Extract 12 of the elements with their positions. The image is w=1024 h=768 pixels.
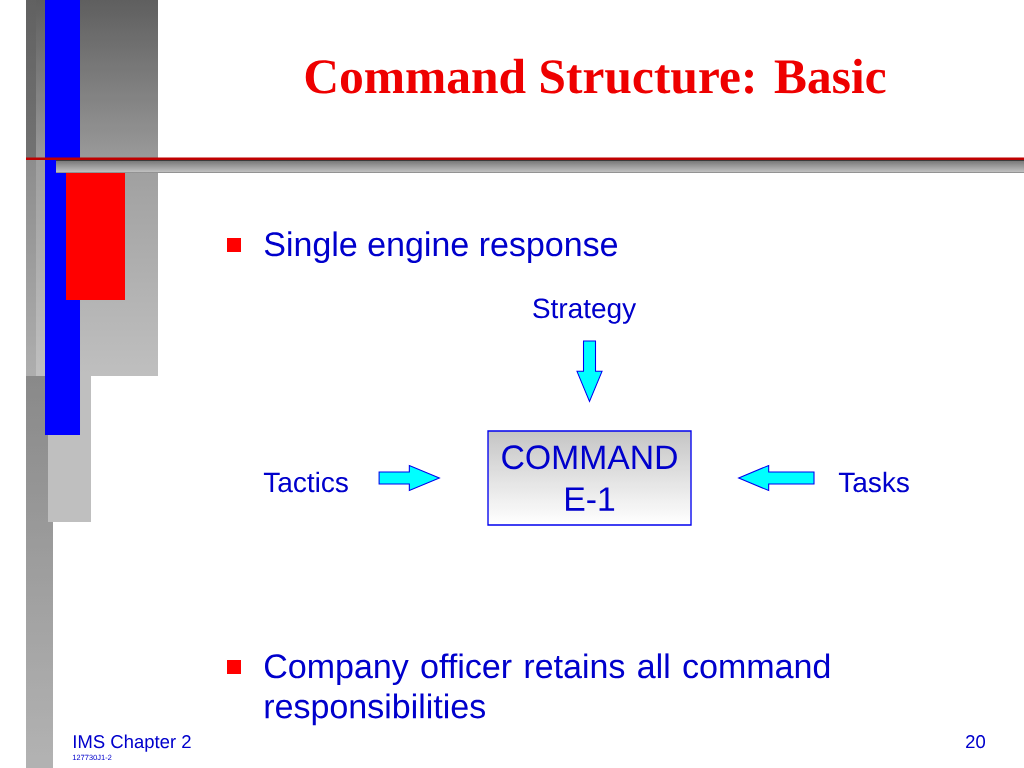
text-label: Tasks	[838, 471, 909, 493]
bullet-text: Company officer retains all command responsibilities	[265, 653, 830, 726]
slide-title: Command Structure: Basic	[305, 58, 886, 94]
bullet-text: Single engine response	[264, 231, 618, 264]
process-box: COMMAND E-1	[487, 430, 692, 526]
block-arrow	[737, 464, 815, 492]
page-number: 20	[966, 735, 986, 749]
footer-text: IMS Chapter 2	[74, 734, 191, 752]
text-label: Strategy	[533, 298, 637, 324]
block-arrow	[576, 340, 603, 403]
text-label: Tactics	[263, 471, 348, 493]
block-arrow	[378, 464, 441, 492]
